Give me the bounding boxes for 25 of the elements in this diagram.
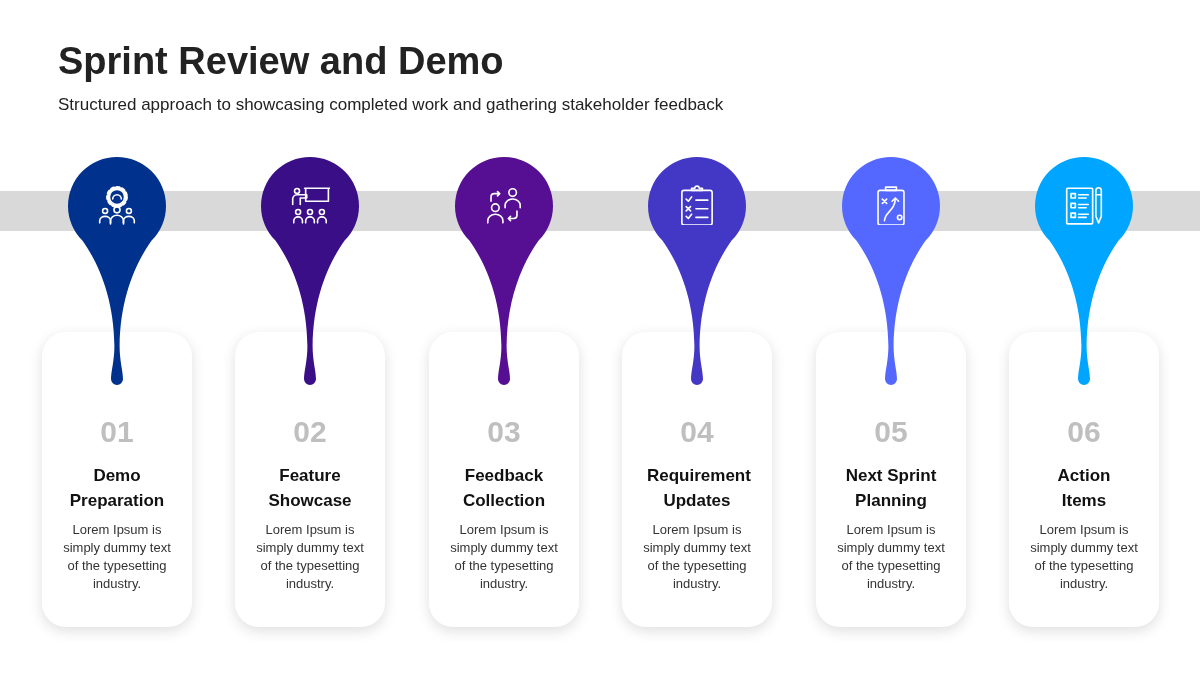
step-card <box>235 332 385 627</box>
step-description: Lorem Ipsum is simply dummy text of the typesetting industry. <box>1029 521 1139 593</box>
step-description: Lorem Ipsum is simply dummy text of the typesetting industry. <box>255 521 365 593</box>
step-description: Lorem Ipsum is simply dummy text of the typesetting industry. <box>642 521 752 593</box>
step-card <box>1009 332 1159 627</box>
slide-title: Sprint Review and Demo <box>58 39 504 84</box>
step-heading: Action Items <box>1056 465 1112 512</box>
step-number: 02 <box>293 414 327 450</box>
step-heading: Next Sprint Planning <box>844 465 938 512</box>
step-number: 05 <box>874 414 908 450</box>
step-card <box>42 332 192 627</box>
slide-subtitle: Structured approach to showcasing completed work and gathering stakeholder feedback <box>58 94 724 116</box>
step-number: 03 <box>487 414 521 450</box>
step-heading: Feedback Collection <box>461 465 547 512</box>
step-heading: Feature Showcase <box>267 465 353 512</box>
step-heading: Demo Preparation <box>68 465 166 512</box>
step-description: Lorem Ipsum is simply dummy text of the typesetting industry. <box>449 521 559 593</box>
step-card <box>622 332 772 627</box>
step-description: Lorem Ipsum is simply dummy text of the typesetting industry. <box>836 521 946 593</box>
step-number: 01 <box>100 414 134 450</box>
step-card <box>816 332 966 627</box>
step-description: Lorem Ipsum is simply dummy text of the typesetting industry. <box>62 521 172 593</box>
step-number: 06 <box>1067 414 1101 450</box>
step-number: 04 <box>680 414 714 450</box>
step-card <box>429 332 579 627</box>
